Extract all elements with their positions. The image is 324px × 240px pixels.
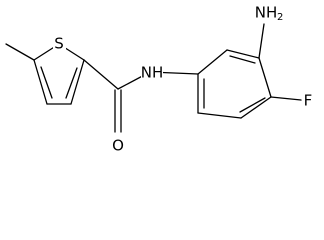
fluoro-bond bbox=[270, 96, 302, 101]
amino-subscript: 2 bbox=[277, 12, 283, 23]
benzene-bond-c5-c6 bbox=[197, 112, 242, 119]
amide-nh-label-bg bbox=[141, 64, 163, 82]
benzene-bond-c2-c3-inner bbox=[229, 55, 256, 64]
oxygen-label-bg bbox=[111, 137, 125, 155]
ring-to-carbonyl-bond bbox=[83, 59, 119, 90]
benzene-bond-c1-c2 bbox=[197, 49, 228, 75]
amide-nh-atom-label: NH bbox=[141, 64, 164, 82]
sulfur-label-bg bbox=[53, 35, 66, 53]
amino-label-bg bbox=[254, 4, 284, 22]
amino-bond bbox=[258, 23, 265, 59]
benzene-bond-c3-c4 bbox=[258, 57, 272, 98]
sulfur-atom-label: S bbox=[54, 35, 64, 53]
methyl-bond bbox=[5, 43, 35, 61]
thiophene-bond-c4-c5-inner bbox=[40, 66, 53, 99]
fluorine-label-bg bbox=[302, 92, 314, 110]
molecule-structure-diagram: S NH O NH 2 F bbox=[5, 4, 314, 155]
thiophene-bond-c2-c3-inner bbox=[65, 67, 78, 99]
carbonyl-oxygen-atom-label: O bbox=[112, 137, 124, 155]
benzene-bond-c4-c5 bbox=[240, 96, 272, 119]
thiophene-bond-c2-c3 bbox=[70, 59, 85, 105]
thiophene-bond-c4-c5 bbox=[33, 59, 48, 105]
benzene-bond-c2-c3 bbox=[226, 49, 260, 59]
benzene-bond-c4-c5-inner bbox=[239, 97, 266, 113]
amino-atom-label: NH bbox=[255, 4, 278, 22]
fluorine-atom-label: F bbox=[304, 92, 313, 110]
